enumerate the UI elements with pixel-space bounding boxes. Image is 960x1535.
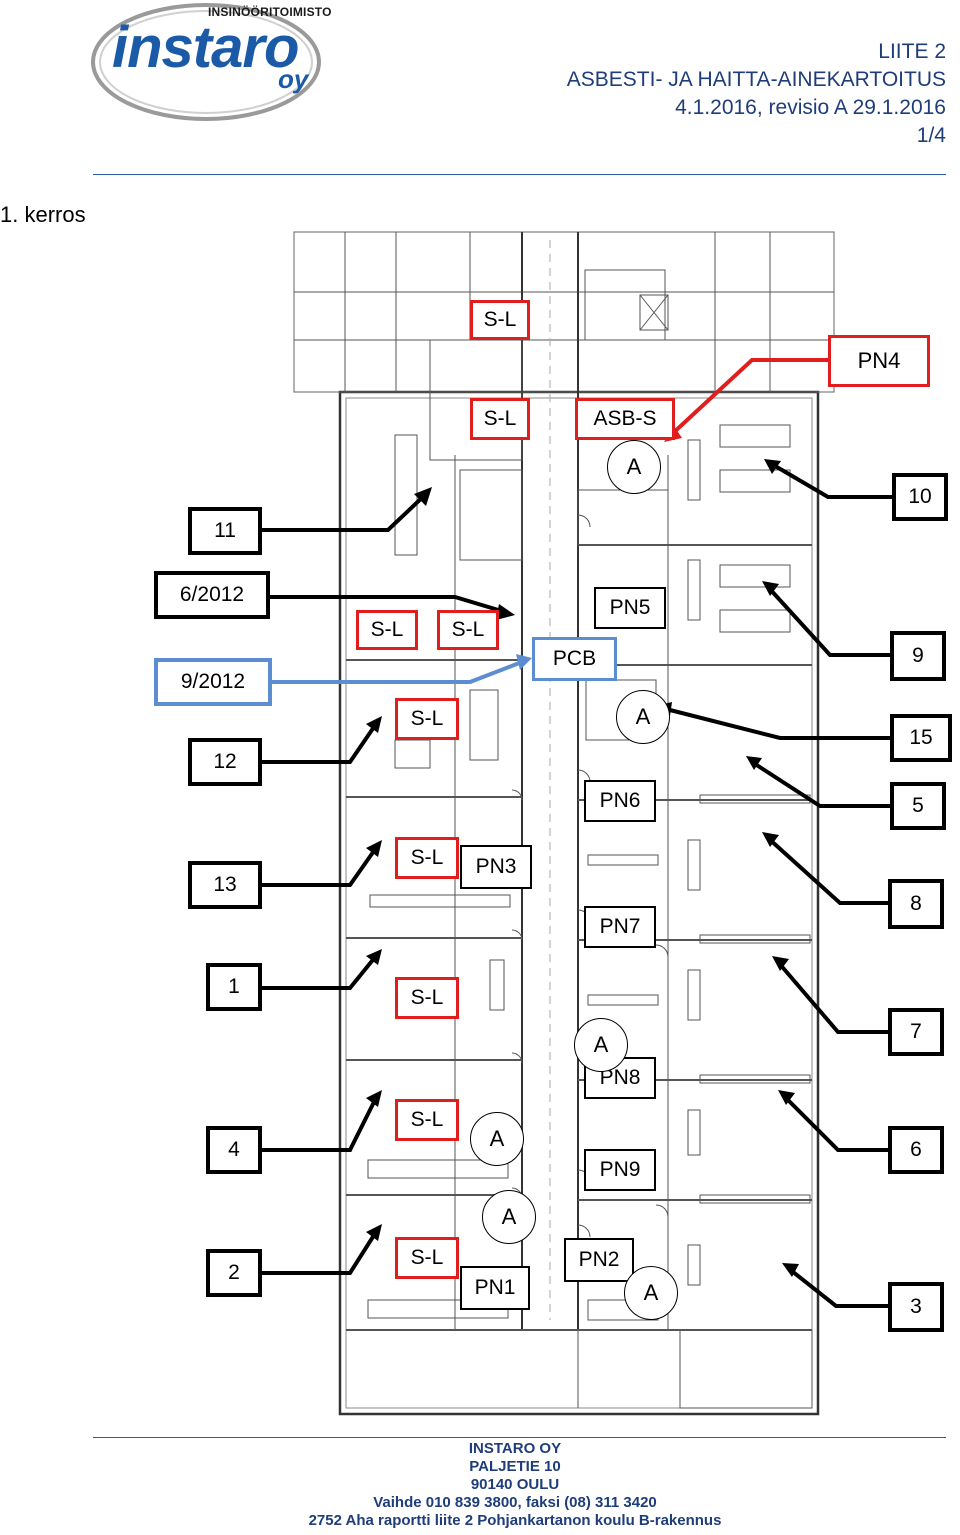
pcb-label: PCB bbox=[532, 637, 617, 681]
header-attachment: LIITE 2 bbox=[878, 40, 946, 63]
a-marker: A bbox=[624, 1266, 678, 1320]
company-logo bbox=[88, 0, 338, 125]
pn7-label: PN7 bbox=[584, 906, 656, 948]
room-number-13: 13 bbox=[188, 861, 262, 909]
sl-label: S-L bbox=[395, 1099, 459, 1141]
sl-label: S-L bbox=[395, 977, 459, 1019]
room-number-11: 11 bbox=[188, 507, 262, 555]
footer-report: 2752 Aha raportti liite 2 Pohjankartanon… bbox=[308, 1512, 722, 1529]
a-marker: A bbox=[616, 690, 670, 744]
pn4-label: PN4 bbox=[828, 335, 930, 387]
footer-phone: Vaihde 010 839 3800, faksi (08) 311 3420 bbox=[373, 1494, 657, 1511]
room-number-4: 4 bbox=[206, 1126, 262, 1174]
header-date: 4.1.2016, revisio A 29.1.2016 bbox=[675, 96, 946, 119]
logo-name: instaro bbox=[112, 15, 299, 80]
room-number-10: 10 bbox=[892, 473, 948, 521]
pn1-label: PN1 bbox=[460, 1266, 530, 1310]
footer-divider bbox=[93, 1437, 946, 1438]
footer-street: PALJETIE 10 bbox=[469, 1458, 561, 1475]
sl-label: S-L bbox=[395, 698, 459, 740]
header-page: 1/4 bbox=[916, 124, 946, 147]
sl-label: S-L bbox=[395, 1237, 459, 1279]
sl-label: S-L bbox=[356, 610, 418, 650]
footer-city: 90140 OULU bbox=[470, 1476, 560, 1493]
logo-suffix: oy bbox=[278, 64, 309, 94]
sl-label: S-L bbox=[470, 398, 530, 440]
pn2-label: PN2 bbox=[564, 1238, 634, 1282]
room-number-1: 1 bbox=[206, 963, 262, 1011]
room-number-9: 9 bbox=[890, 631, 946, 681]
pn3-label: PN3 bbox=[460, 845, 532, 889]
room-number-7: 7 bbox=[888, 1008, 944, 1056]
pn9-label: PN9 bbox=[584, 1149, 656, 1191]
logo-ring-icon bbox=[91, 3, 321, 121]
header-divider bbox=[93, 174, 946, 175]
a-marker: A bbox=[482, 1190, 536, 1244]
sl-label: S-L bbox=[395, 837, 459, 879]
asb-s-label: ASB-S bbox=[575, 398, 675, 440]
room-number-5: 5 bbox=[890, 782, 946, 830]
footer-company: INSTARO OY bbox=[468, 1440, 562, 1457]
room-number-6: 6 bbox=[888, 1126, 944, 1174]
header-title: ASBESTI- JA HAITTA-AINEKARTOITUS bbox=[566, 68, 946, 91]
floor-title: 1. kerros bbox=[0, 202, 86, 227]
pn5-label: PN5 bbox=[594, 587, 666, 629]
date-label-9-2012: 9/2012 bbox=[154, 658, 272, 706]
room-number-15: 15 bbox=[890, 714, 952, 762]
a-marker: A bbox=[607, 440, 661, 494]
sl-label: S-L bbox=[437, 610, 499, 650]
room-number-8: 8 bbox=[888, 879, 944, 929]
room-number-12: 12 bbox=[188, 738, 262, 786]
a-marker: A bbox=[470, 1112, 524, 1166]
date-label-6-2012: 6/2012 bbox=[154, 571, 270, 619]
sl-label: S-L bbox=[470, 300, 530, 340]
room-number-3: 3 bbox=[888, 1282, 944, 1332]
logo-company-type: INSINÖÖRITOIMISTO bbox=[208, 5, 332, 19]
a-marker: A bbox=[574, 1018, 628, 1072]
pn6-label: PN6 bbox=[584, 780, 656, 822]
room-number-2: 2 bbox=[206, 1249, 262, 1297]
